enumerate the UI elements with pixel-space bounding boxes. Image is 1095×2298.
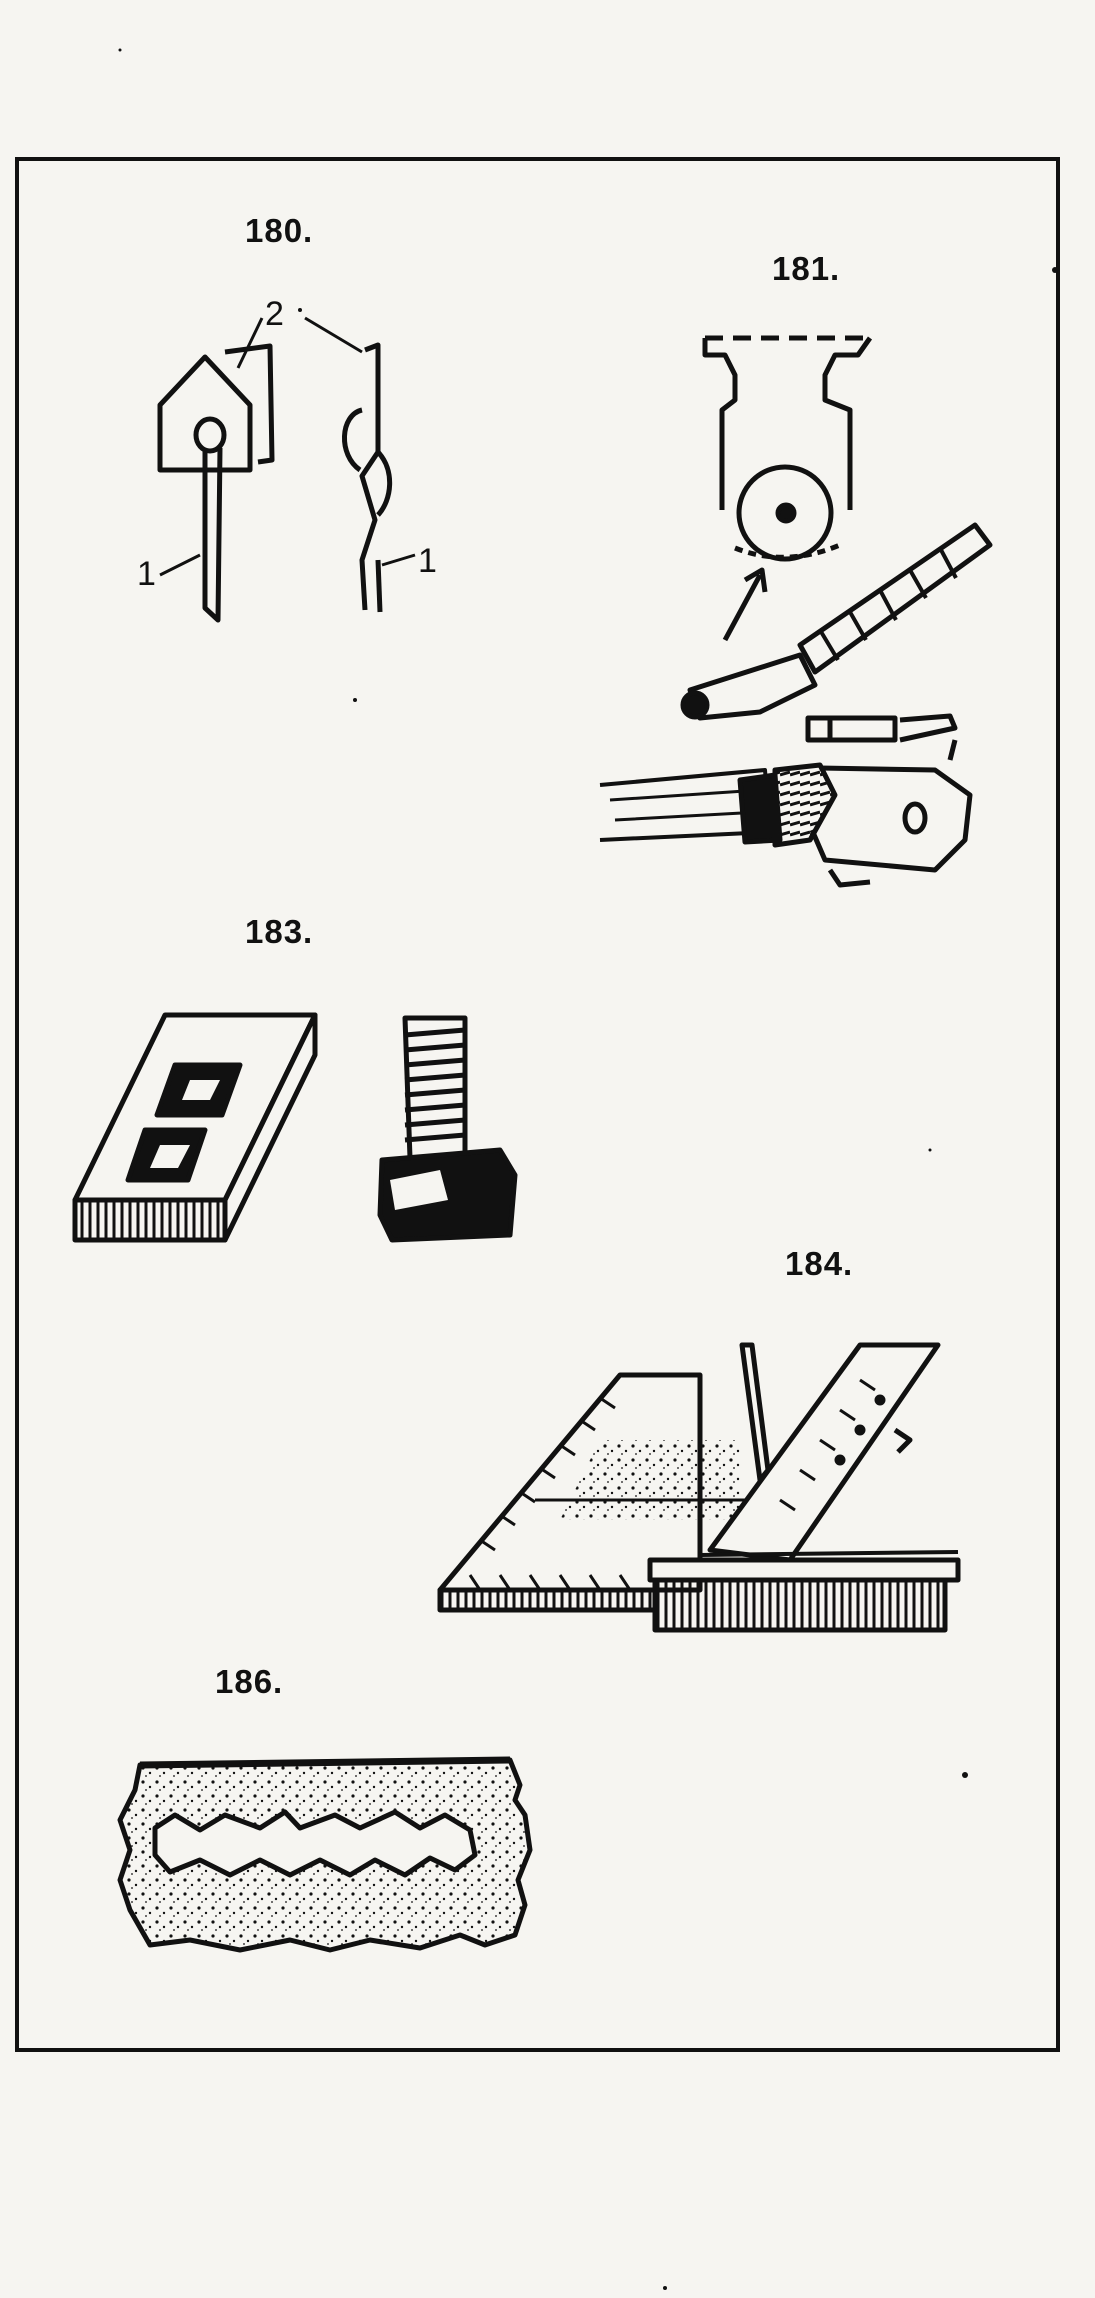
figure-184-number: 184.: [785, 1245, 854, 1282]
figure-186-drawing: [117, 1756, 533, 1953]
figure-181-drawing: [599, 335, 993, 888]
figure-180-callout-2: 2: [265, 295, 284, 333]
figure-180-callout-1-right: 1: [418, 542, 437, 580]
figure-184-drawing: [437, 1342, 961, 1633]
figure-183-drawing: [72, 1012, 518, 1243]
figure-frame: [15, 157, 1060, 2052]
figure-181-number: 181.: [772, 250, 841, 287]
figure-180-number: 180.: [245, 212, 314, 249]
figure-186-number: 186.: [215, 1663, 284, 1700]
figure-183-number: 183.: [245, 913, 314, 950]
scan-noise: [118, 48, 1058, 2290]
figure-180-callout-1-left: 1: [137, 555, 156, 593]
figure-180-drawing: [157, 316, 416, 623]
